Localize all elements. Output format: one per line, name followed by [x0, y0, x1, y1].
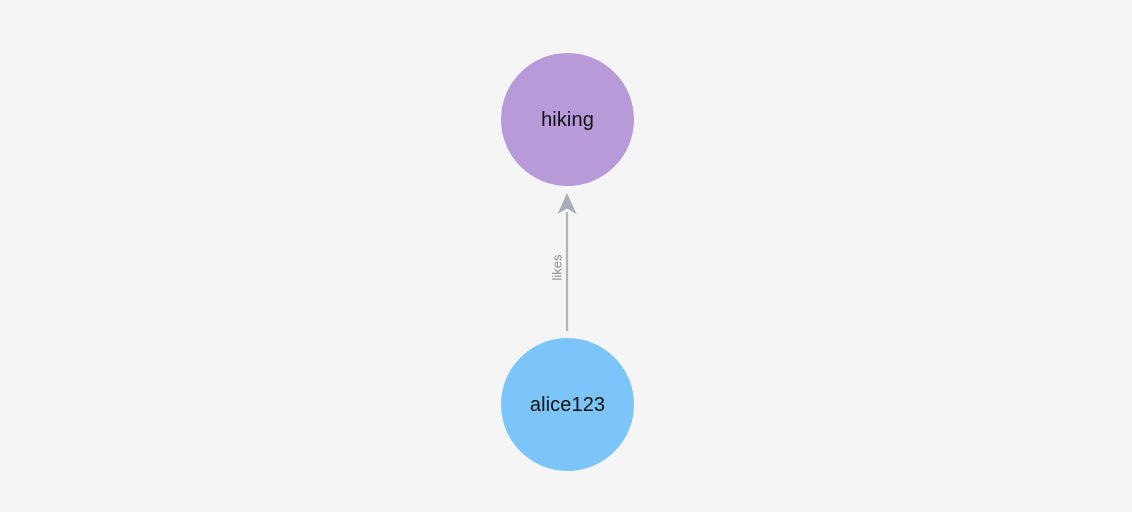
graph-node-alice123[interactable]: alice123	[501, 338, 634, 471]
edge-arrowhead-icon	[557, 193, 577, 214]
graph-node-label: hiking	[541, 108, 594, 131]
graph-node-label: alice123	[529, 393, 606, 416]
graph-edge-label-likes: likes	[549, 254, 565, 281]
graph-node-hiking[interactable]: hiking	[501, 53, 634, 186]
